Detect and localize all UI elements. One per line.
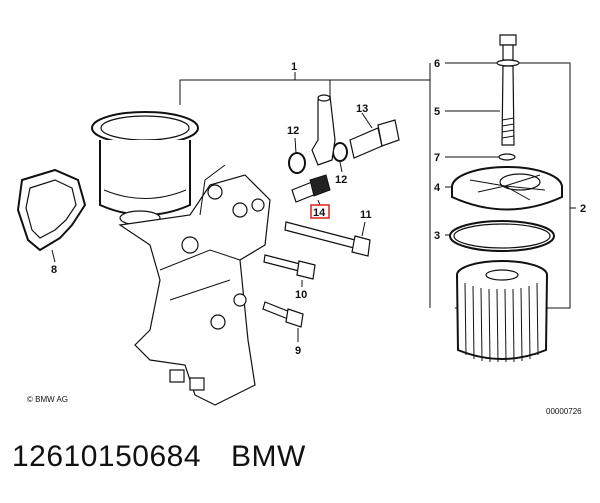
callout-9: 9 [295,345,301,357]
filter-element [456,260,548,363]
center-tube-5 [496,34,520,146]
bolt-11 [284,221,371,257]
bolt-9 [262,301,304,342]
callout-12b: 12 [335,174,347,186]
housing-bracket [118,164,271,406]
callout-3: 3 [434,230,440,242]
parts-diagram: 1 2 3 4 5 6 7 8 9 10 11 12 12 13 14 © BM… [16,34,586,416]
screw-plug-13 [349,112,400,159]
callout-14: 14 [313,207,326,219]
callout-4: 4 [434,182,441,194]
oil-pressure-switch-14 [291,174,331,206]
callout-2: 2 [580,203,586,215]
seal-ring-3 [449,220,555,252]
callout-1: 1 [291,61,297,73]
filter-cover-4 [451,166,563,211]
leader-1-bracket [179,79,331,105]
seal-ring-12a [288,137,306,174]
seal-ring-12b [332,142,348,173]
part-caption: 12610150684 BMW [12,440,336,474]
callout-10: 10 [295,289,307,301]
drawing-number: 00000726 [546,407,582,416]
bolt-10 [263,254,316,287]
pipe-fitting [311,94,336,166]
callout-13: 13 [356,103,368,115]
part-number: 12610150684 [12,440,202,473]
copyright-text: © BMW AG [27,395,68,404]
callout-7: 7 [434,152,440,164]
callout-12a: 12 [287,125,299,137]
highlight-box-14 [310,204,330,219]
o-ring-7 [498,153,516,161]
callout-8: 8 [51,264,57,276]
callout-11: 11 [360,209,372,221]
callout-5: 5 [434,106,440,118]
callout-6: 6 [434,58,440,70]
filter-housing-pot [91,111,199,226]
brand-name: BMW [231,440,306,473]
gasket-8 [16,168,87,263]
